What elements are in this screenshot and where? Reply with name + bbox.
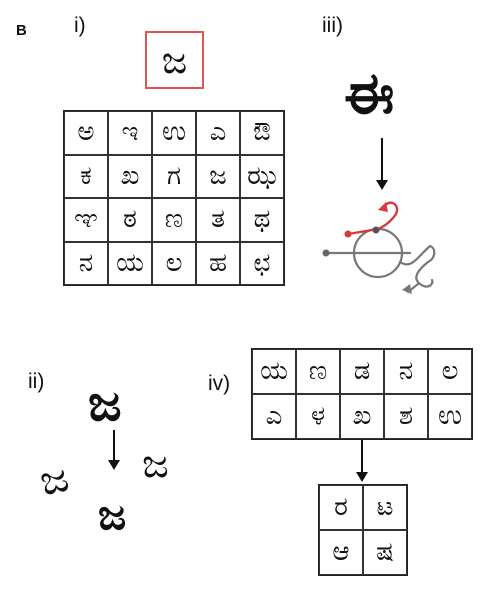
stroke-source-character: ಈ <box>344 59 395 127</box>
grid-cell: ಔ <box>240 111 284 155</box>
grid-cell: ಇ <box>108 111 152 155</box>
variant-glyph-top: ಜ <box>88 374 122 432</box>
arrow-down-iii-head <box>376 180 388 190</box>
grid-cell: ಣ <box>152 198 196 242</box>
trace-arrow-head <box>378 202 388 212</box>
stroke-trace <box>346 201 399 236</box>
panel-letter: B <box>16 22 27 39</box>
grid-cell: ಕ <box>64 154 108 198</box>
grid-cell: ಖ <box>108 154 152 198</box>
skeleton-arrow-head <box>402 284 412 294</box>
grid-cell: ಹ <box>196 241 240 285</box>
grid-cell: ರ <box>319 485 363 530</box>
grid-cell: ಅ <box>64 111 108 155</box>
arrow-down-ii-head <box>108 460 120 470</box>
trace-end-dot <box>372 226 380 234</box>
grid-cell: ಲ <box>152 241 196 285</box>
grid-cell: ನ <box>384 349 428 394</box>
variant-glyph-bottom: ಜ <box>98 490 127 539</box>
section-iii-label: iii) <box>322 14 343 37</box>
trace-start-dot <box>344 230 352 238</box>
grid-cell: ಲ <box>428 349 472 394</box>
grid-cell: ಎ <box>196 111 240 155</box>
grid-cell: ಜ <box>196 154 240 198</box>
grid-cell: ಉ <box>152 111 196 155</box>
target-character-box: ಜ <box>145 31 204 89</box>
grid-cell: ಠ <box>108 198 152 242</box>
section-iv-label: iv) <box>208 372 231 395</box>
grid-cell: ಎ <box>252 394 296 439</box>
grid-cell: ಖ <box>340 394 384 439</box>
stroke-skeleton <box>324 227 436 294</box>
grid-cell: ಗ <box>152 154 196 198</box>
grid-cell: ಳ <box>296 394 340 439</box>
arrow-down-iv-head <box>356 472 368 482</box>
grid-cell: ಯ <box>108 241 152 285</box>
grid-cell: ನ <box>64 241 108 285</box>
target-character: ಜ <box>161 37 188 82</box>
section-ii-label: ii) <box>28 370 45 393</box>
section-i-label: i) <box>74 14 86 37</box>
grid-cell: ಡ <box>340 349 384 394</box>
grid-cell: ಯ <box>252 349 296 394</box>
grid-cell: ಣ <box>296 349 340 394</box>
grid-cell: ಉ <box>428 394 472 439</box>
grid-cell: ಞ <box>64 198 108 242</box>
skeleton-start-dot <box>322 249 330 257</box>
variant-glyph-right: ಜ <box>142 441 169 487</box>
grid-cell: ಆ <box>319 530 363 575</box>
grid-cell: ತ <box>196 198 240 242</box>
grid-cell: ಛ <box>240 241 284 285</box>
grid-cell: ಟ <box>363 485 407 530</box>
trace-hook <box>374 201 399 232</box>
grid-cell: ಷ <box>363 530 407 575</box>
grid-cell: ಶ <box>384 394 428 439</box>
trace-segment <box>346 228 374 236</box>
grid-cell: ಥ <box>240 198 284 242</box>
skeleton-tail <box>398 244 436 288</box>
grid-cell: ಝ <box>240 154 284 198</box>
